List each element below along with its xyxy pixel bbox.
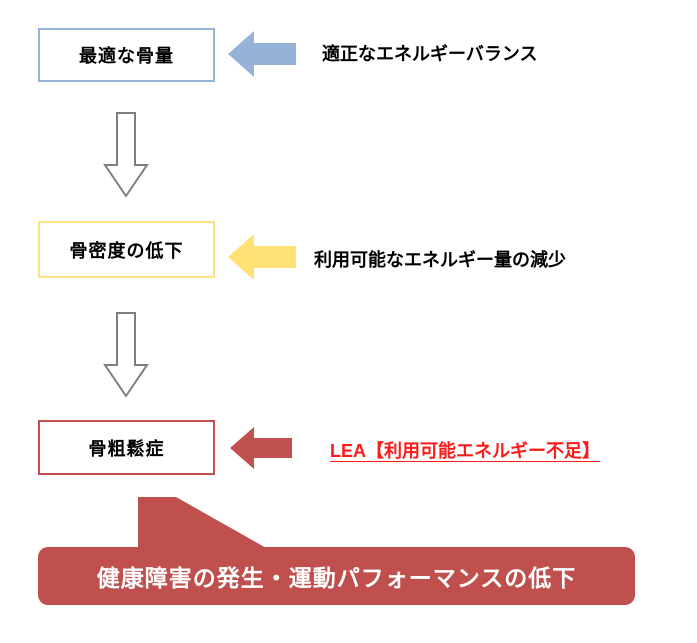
stage-box-osteoporosis: 骨粗鬆症 (38, 420, 215, 475)
down-arrow-icon (103, 112, 149, 198)
stage-box-bone-density-decline: 骨密度の低下 (38, 221, 215, 278)
stage-box-optimal-bone-mass-label: 最適な骨量 (79, 46, 174, 66)
stage-box-bone-density-decline-label: 骨密度の低下 (69, 240, 184, 261)
outcome-banner: 健康障害の発生・運動パフォーマンスの低下 (38, 547, 635, 605)
lea-label: LEA【利用可能エネルギー不足】 (330, 441, 600, 461)
outcome-banner-text: 健康障害の発生・運動パフォーマンスの低下 (96, 565, 577, 591)
yellow-left-arrow-icon (228, 234, 296, 280)
cause-text-energy-balance: 適正なエネルギーバランス (322, 44, 538, 64)
down-arrow-icon (103, 312, 149, 398)
blue-left-arrow-icon (228, 31, 296, 77)
stage-box-optimal-bone-mass: 最適な骨量 (38, 28, 215, 82)
stage-box-osteoporosis-label: 骨粗鬆症 (88, 438, 165, 459)
cause-text-energy-decrease: 利用可能なエネルギー量の減少 (314, 250, 566, 270)
red-left-arrow-icon (230, 427, 292, 469)
banner-tail (138, 497, 268, 549)
